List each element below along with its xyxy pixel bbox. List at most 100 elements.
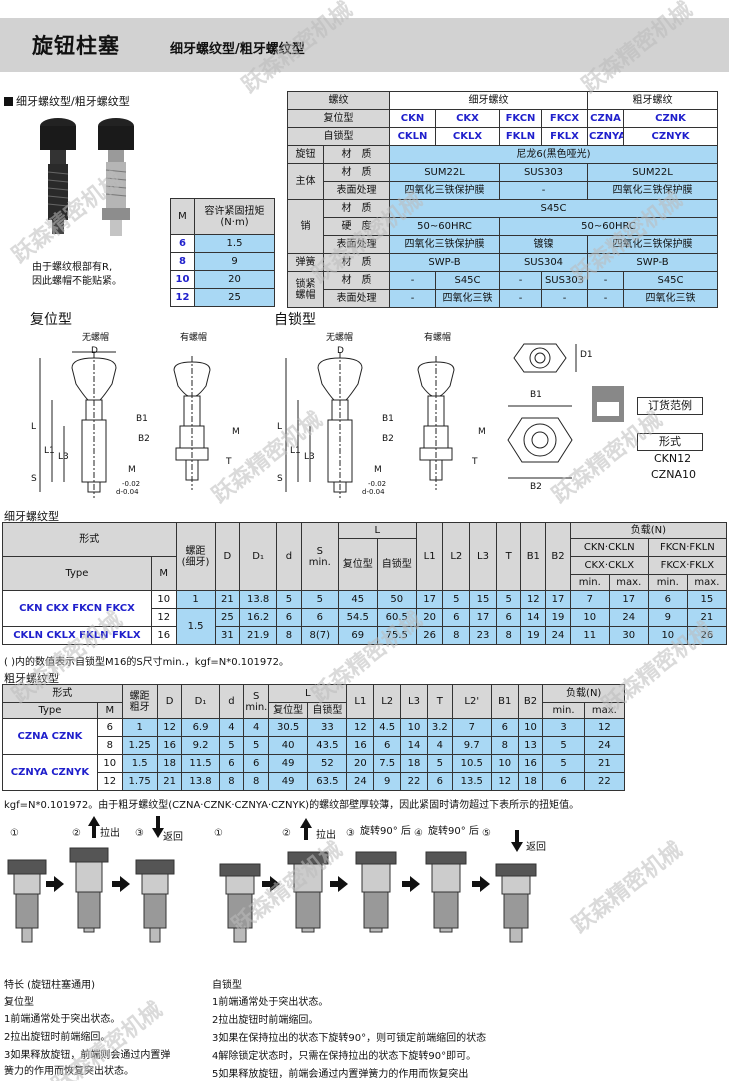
spec-val: SUM22L: [587, 163, 718, 182]
order-example-button[interactable]: 订货范例: [637, 397, 703, 415]
label-with-nut: 有螺帽: [424, 333, 452, 343]
spec-val: -: [499, 289, 542, 308]
coarse-cell: 9: [373, 772, 402, 791]
torque-v: 9: [194, 252, 275, 271]
coarse-h-L: L: [268, 684, 348, 703]
arrow-up-icon: [300, 818, 312, 840]
torque-m: 12: [170, 288, 195, 307]
coarse-cell: 21: [583, 754, 626, 773]
fine-cell: 26: [686, 626, 728, 645]
coarse-h-B1: B1: [490, 684, 519, 719]
coarse-cell: 7: [451, 718, 492, 737]
coarse-cell: 6: [426, 772, 453, 791]
technical-drawing: [39, 343, 624, 498]
dim-tol-2: d-0.04: [362, 488, 385, 496]
catalog-icon: [592, 386, 624, 422]
spec-val: 四氧化三铁保护膜: [587, 235, 718, 254]
code: FKCN: [499, 109, 542, 128]
coarse-h-pitch-2: 粗牙: [129, 701, 150, 713]
fine-cell: 25: [214, 608, 241, 627]
code: CZNK: [623, 109, 718, 128]
fine-h-S-min: min.: [308, 556, 331, 568]
step-rotate: 旋转90° 后: [428, 826, 479, 837]
arrow-down-icon: [152, 816, 164, 838]
dim-B1: B1: [530, 390, 542, 400]
fine-cell: 5: [276, 590, 302, 609]
fine-h-D: D: [214, 522, 241, 591]
coarse-cell: 12: [490, 772, 519, 791]
torque-h-2: (N·m): [220, 216, 249, 228]
torque-m: 8: [170, 252, 195, 271]
fine-cell: 5: [300, 590, 339, 609]
torque-h-1: 容许紧固扭矩: [204, 205, 265, 217]
coarse-cell: 10: [96, 754, 123, 773]
coarse-note: kgf=N*0.101972。由于粗牙螺纹型(CZNA·CZNK·CZNYA·C…: [4, 800, 580, 811]
dim-S: S: [277, 474, 283, 484]
label-with-nut: 有螺帽: [180, 333, 208, 343]
coarse-cell: 10: [490, 754, 519, 773]
reset-title: 复位型: [30, 312, 72, 328]
step-pull: 拉出: [316, 830, 336, 841]
desc-reset-4: 簧力的作用而恢复突出状态。: [4, 1066, 134, 1077]
code: FKCX: [541, 109, 588, 128]
fine-cell: 6: [647, 590, 688, 609]
dim-B2: B2: [138, 434, 150, 444]
fine-h-max: max.: [686, 574, 728, 591]
coarse-type-2: CZNYA CZNYK: [2, 754, 98, 791]
fine-h-B2: B2: [545, 522, 571, 591]
fine-cell: 24: [545, 626, 571, 645]
step-pull: 拉出: [100, 828, 120, 839]
dim-M: M: [374, 465, 382, 475]
spec-val: 四氧化三铁: [623, 289, 718, 308]
dim-M: M: [478, 427, 486, 437]
desc-lock-1: 1前端通常处于突出状态。: [212, 997, 329, 1008]
spec-val: 镀镍: [499, 235, 588, 254]
coarse-cell: 14: [400, 736, 428, 755]
spec-val: SUS303: [499, 163, 588, 182]
desc-reset-2: 2拉出旋钮时前端缩回。: [4, 1032, 111, 1043]
fine-h-type: Type: [2, 556, 152, 591]
code: FKLN: [499, 127, 542, 146]
square-bullet-icon: [4, 97, 13, 106]
coarse-cell: 5: [243, 736, 270, 755]
fine-cell: 6: [300, 608, 339, 627]
fine-cell: 8: [442, 626, 471, 645]
fine-cell: 15: [469, 590, 497, 609]
fine-h-pitch-1: 螺距: [185, 545, 206, 557]
code: CZNYA: [587, 127, 624, 146]
coarse-cell: 9.7: [451, 736, 492, 755]
torque-v: 25: [194, 288, 275, 307]
coarse-cell: 43.5: [307, 736, 348, 755]
coarse-cell: 3: [542, 718, 585, 737]
spec-label: 表面处理: [323, 289, 390, 308]
form-button[interactable]: 形式: [637, 433, 703, 451]
spec-val: S45C: [389, 199, 718, 218]
fine-cell: 10: [569, 608, 610, 627]
fine-h-B1: B1: [520, 522, 547, 591]
root-note-1: 由于螺纹根部有R,: [32, 262, 113, 273]
spec-pin: 销: [287, 199, 324, 254]
spec-spring: 弹簧: [287, 253, 324, 272]
spec-label: 材 质: [323, 145, 390, 164]
spec-fine: 细牙螺纹: [389, 91, 588, 110]
fine-cell: 5: [495, 590, 522, 609]
desc-lock-4: 4解除锁定状态时，只需在保持拉出的状态下旋转90°即可。: [212, 1051, 477, 1062]
spec-val: 四氧化三铁保护膜: [389, 235, 500, 254]
fine-cell: 21: [214, 590, 241, 609]
coarse-cell: 16: [156, 736, 183, 755]
fine-cell: 11: [569, 626, 610, 645]
fine-h-pitch-2: (细牙): [181, 556, 210, 568]
coarse-h-D: D: [156, 684, 183, 719]
desc-lock-2: 2拉出旋钮时前端缩回。: [212, 1015, 319, 1026]
coarse-h-reset: 复位型: [268, 702, 309, 719]
coarse-cell: 12: [583, 718, 626, 737]
fine-h-L1: L1: [415, 522, 444, 591]
fine-note: ( )内的数值表示自锁型M16的S尺寸min.，kgf=N*0.101972。: [4, 657, 289, 668]
coarse-cell: 18: [517, 772, 544, 791]
coarse-cell: 4: [243, 718, 270, 737]
fine-h-T: T: [495, 522, 522, 591]
dim-L1: L1: [44, 446, 55, 456]
